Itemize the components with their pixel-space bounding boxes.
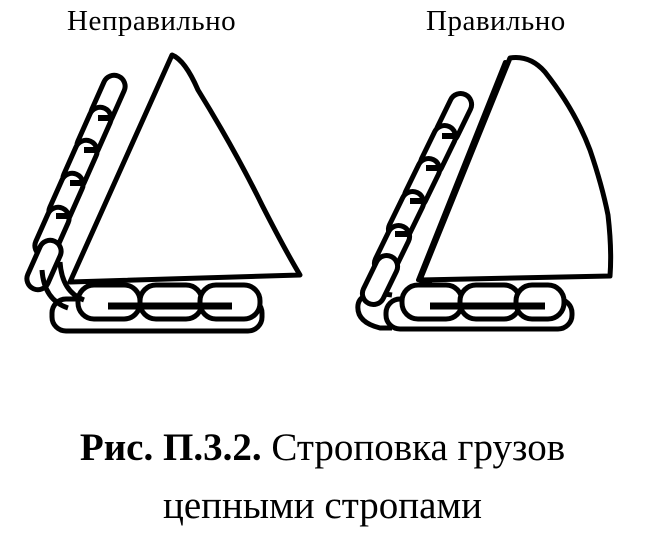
- incorrect-bottom-chain: [49, 282, 265, 334]
- caption-text-1: Строповка грузов: [271, 426, 566, 469]
- figure-number: Рис. П.3.2.: [79, 426, 262, 469]
- correct-bottom-chain: [383, 282, 575, 332]
- label-correct: Правильно: [426, 5, 566, 37]
- figure-caption-line-1: Рис. П.3.2. Строповка грузов: [0, 428, 645, 467]
- incorrect-example: [23, 52, 303, 334]
- correct-load: [417, 55, 614, 283]
- incorrect-slanted-chain: [23, 72, 128, 311]
- figure-caption-line-2: цепными стропами: [163, 484, 482, 527]
- correct-example: [355, 55, 614, 332]
- correct-slanted-chain: [359, 90, 476, 308]
- incorrect-load: [67, 52, 303, 285]
- slinging-illustration: [0, 52, 614, 334]
- label-incorrect: Неправильно: [67, 5, 237, 37]
